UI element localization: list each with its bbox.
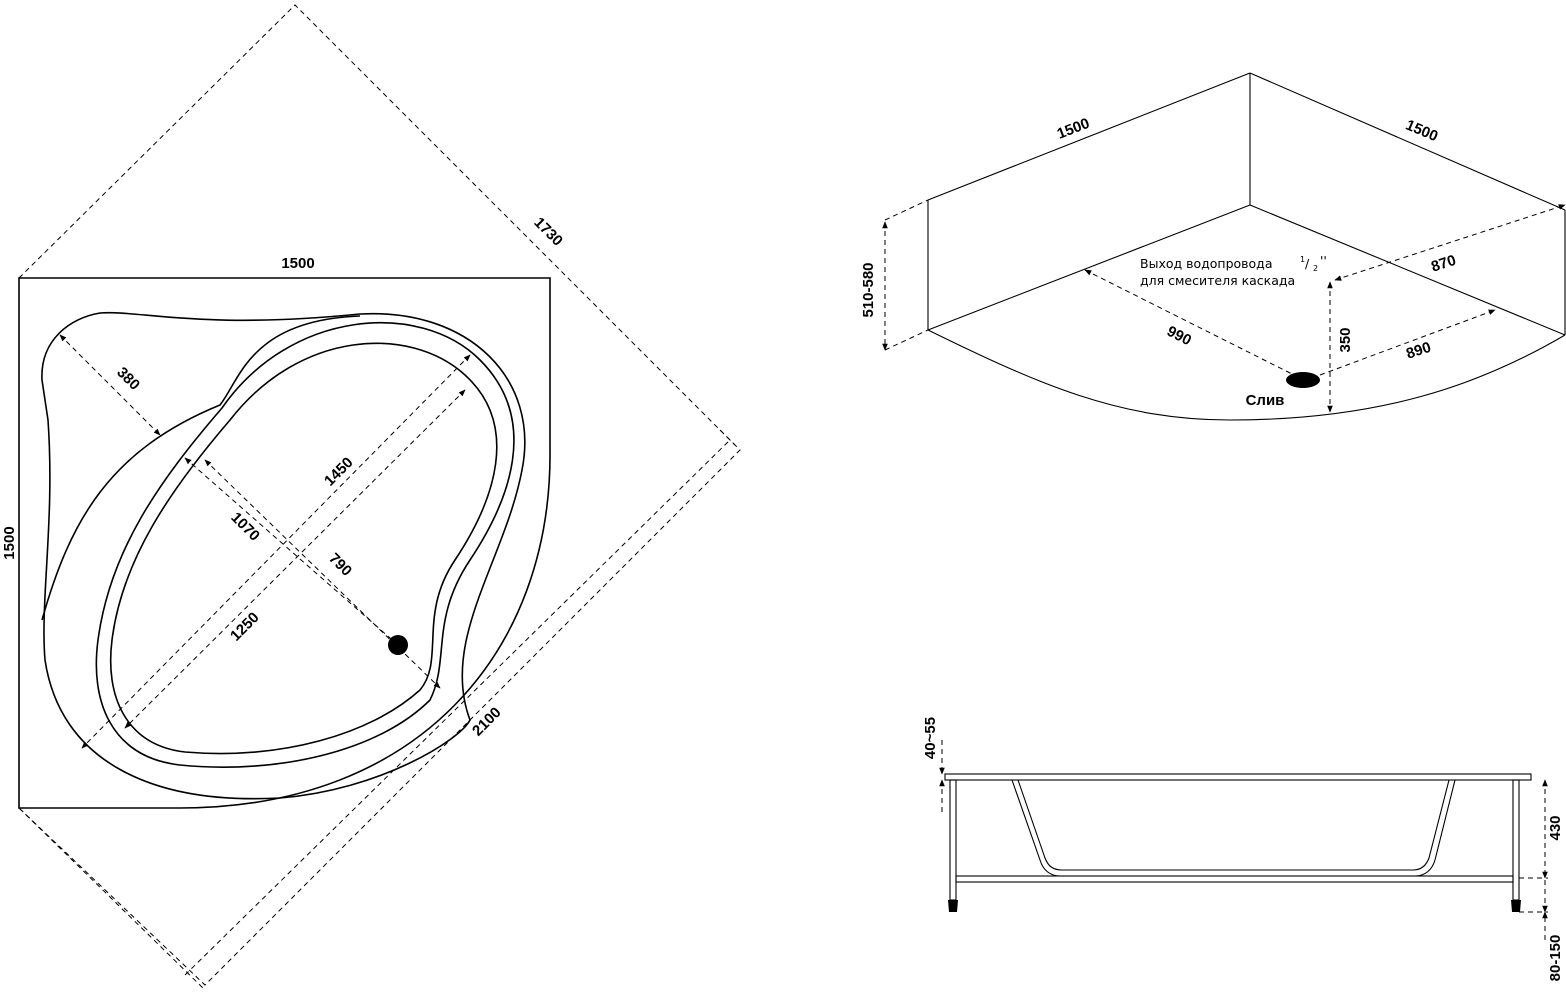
side-bowl	[1011, 779, 1456, 877]
iso-top-right-edge	[1249, 72, 1566, 211]
iso-dim-870: 870	[1429, 252, 1458, 276]
dim-inner-width: 1250	[227, 609, 263, 645]
dim-bowl-length: 1070	[227, 509, 263, 545]
dim-diagonal-edge: 1730	[530, 214, 566, 250]
iso-dim-870-line	[1334, 204, 1566, 281]
dimension-1070-line	[184, 457, 399, 646]
side-right-foot	[1511, 900, 1521, 912]
bowl-inner-contour	[109, 342, 498, 755]
dim-seat-depth: 380	[113, 364, 143, 394]
side-view: 40~55 430 80-150	[922, 717, 1564, 981]
plan-view: 1500 1500 1730 2100 380 1450 1250 1070 7…	[1, 4, 741, 991]
dim-inner-length: 1450	[321, 454, 357, 490]
side-rim	[944, 773, 1532, 781]
iso-view: 1500 1500 510-580 Выход водопровода 1 / …	[860, 72, 1566, 421]
tub-outer-contour	[41, 311, 526, 800]
side-right-leg	[1512, 779, 1520, 901]
side-bowl-inner	[1017, 779, 1450, 871]
dim-drain-distance: 790	[325, 550, 355, 580]
iso-drain-label: Слив	[1246, 392, 1285, 409]
iso-drain-icon	[1286, 372, 1320, 388]
iso-dim-right-side: 1500	[1403, 117, 1440, 146]
iso-top-left-edge	[927, 72, 1251, 201]
side-frame-rail	[955, 875, 1514, 883]
iso-dim-990: 990	[1164, 323, 1194, 350]
plan-envelope-edge	[18, 807, 206, 991]
water-outlet-label-line2: для смесителя каскада	[1140, 273, 1295, 288]
water-outlet-label: Выход водопровода	[1140, 256, 1272, 271]
iso-dim-890: 890	[1404, 339, 1433, 363]
iso-dim-height-range: 510-580	[860, 262, 877, 317]
iso-front-curve	[927, 329, 1566, 421]
dimension-1450-line	[81, 354, 471, 749]
dim-left-height: 1500	[1, 526, 18, 559]
side-dim-leg-range: 80-150	[1547, 935, 1564, 982]
iso-base-right-edge	[1249, 204, 1566, 336]
dim-diagonal-length: 2100	[469, 704, 505, 740]
dimension-2100-line	[184, 439, 731, 976]
dimension-790-line	[204, 459, 441, 689]
fraction-unit: ''	[1320, 253, 1327, 268]
side-left-foot	[948, 900, 958, 912]
side-dim-depth: 430	[1547, 815, 1564, 840]
iso-height-ext-bottom	[884, 329, 929, 351]
fraction-slash: /	[1305, 256, 1310, 271]
iso-dim-350: 350	[1337, 327, 1354, 352]
side-left-leg	[949, 779, 957, 901]
iso-height-ext-top	[884, 199, 929, 221]
iso-dim-left-side: 1500	[1055, 115, 1092, 143]
iso-base-left-edge	[927, 204, 1251, 331]
fraction-denominator: 2	[1313, 264, 1318, 273]
dim-top-width: 1500	[281, 255, 314, 272]
dimension-1250-line	[124, 389, 466, 729]
seat-curve	[41, 315, 361, 621]
dimension-380-line	[59, 334, 161, 436]
bowl-outer-contour	[95, 321, 515, 768]
iso-dim-990-line	[1084, 269, 1301, 379]
envelope-tick	[719, 429, 736, 446]
side-dim-rim-range: 40~55	[922, 717, 939, 759]
iso-dim-890-line	[1319, 309, 1496, 376]
plan-envelope-dashed	[18, 4, 741, 986]
fraction-numerator: 1	[1300, 255, 1305, 264]
